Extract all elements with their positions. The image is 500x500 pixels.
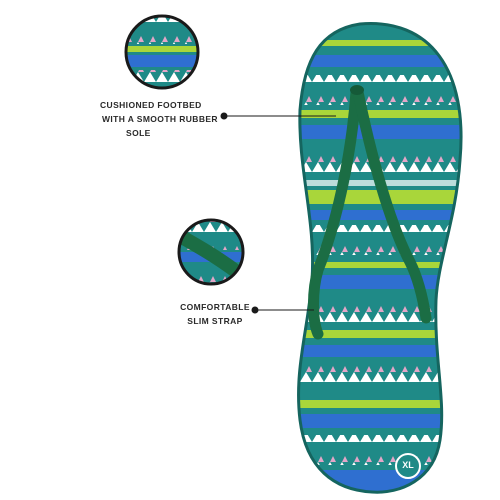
size-badge	[395, 453, 421, 479]
callout-line: WITH A SMOOTH RUBBER	[102, 114, 218, 124]
callout-line: COMFORTABLE	[180, 302, 250, 312]
size-badge-label: XL	[402, 460, 414, 470]
callout-slim-strap: COMFORTABLE SLIM STRAP	[175, 300, 255, 328]
flip-flop-strap	[308, 85, 432, 340]
pointer-strap	[251, 306, 314, 314]
callout-line: SLIM STRAP	[187, 316, 243, 326]
callout-line: CUSHIONED FOOTBED	[100, 100, 202, 110]
callout-cushioned-footbed: CUSHIONED FOOTBED WITH A SMOOTH RUBBER S…	[100, 98, 220, 140]
pointer-footbed	[220, 112, 336, 120]
callout-line: SOLE	[126, 128, 151, 138]
